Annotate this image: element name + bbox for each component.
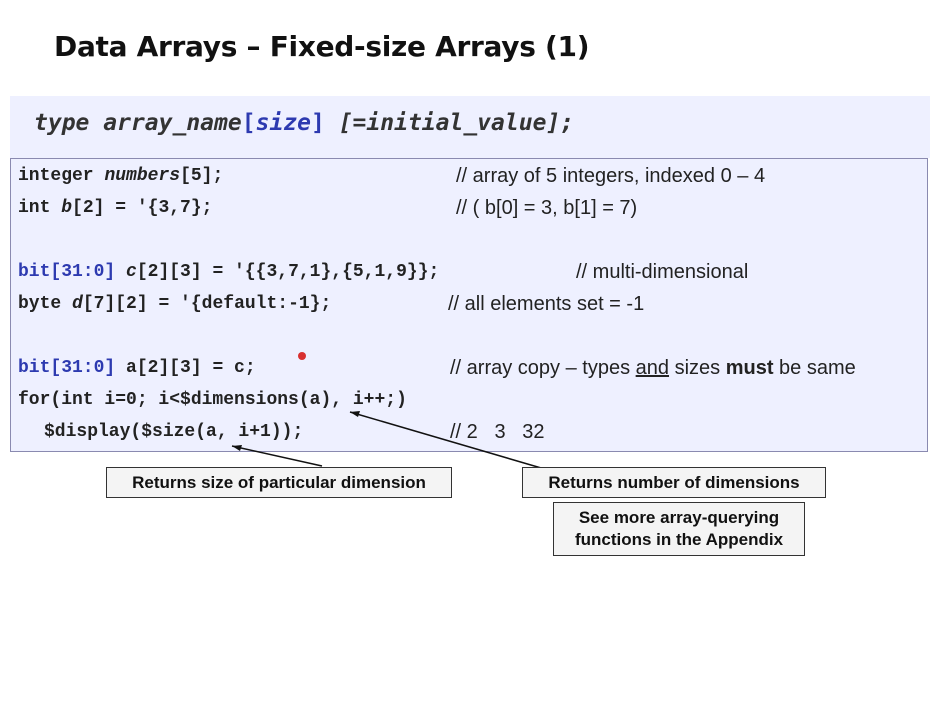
syntax-initial: [=initial_value]; [338,110,575,136]
arrow-dimensions [349,411,549,471]
code-line-7: $display($size(a, i+1)); [44,422,304,442]
arrow-size [231,445,323,467]
code-keyword: for [18,390,51,410]
code-comment-4: // all elements set = -1 [448,293,645,315]
syntax-line: type array_name[size] [=initial_value]; [34,110,574,136]
code-rest: (int i=0; i<$dimensions(a), i++;) [50,390,407,410]
code-keyword: byte [18,294,62,314]
code-keyword: integer [18,166,94,186]
syntax-array-name: array_name [103,110,242,136]
syntax-open-bracket: [ [241,110,256,136]
page-title: Data Arrays – Fixed-size Arrays (1) [54,30,590,63]
code-comment-2: // ( b[0] = 3, b[1] = 7) [456,197,638,219]
code-line-2: int b[2] = '{3,7}; [18,198,212,218]
callout-dimensions: Returns number of dimensions [522,467,826,498]
arrowhead-size [232,445,242,451]
callout-appendix: See more array-querying functions in the… [553,502,805,556]
code-identifier: a [126,358,137,378]
code-rest: [2][3] = '{{3,7,1},{5,1,9}}; [136,262,440,282]
comment-part: // array copy – types [450,357,636,379]
code-rest: [5]; [180,166,224,186]
arrowhead-dimensions [350,411,360,417]
code-identifier: d [72,294,83,314]
comment-part: be same [773,357,856,379]
code-line-6: for(int i=0; i<$dimensions(a), i++;) [18,390,407,410]
code-identifier: b [61,198,73,218]
callout-size: Returns size of particular dimension [106,467,452,498]
code-rest: [2] = '{3,7}; [72,198,213,218]
code-rest: [7][2] = '{default:-1}; [82,294,332,314]
code-comment-5: // array copy – types and sizes must be … [450,357,856,380]
syntax-close-bracket: ] [310,110,325,136]
code-comment-7: // 2 3 32 [450,421,545,443]
code-keyword: int [18,198,51,218]
syntax-size: size [255,110,311,136]
code-keyword: bit[31:0] [18,262,116,282]
code-keyword: bit[31:0] [18,358,116,378]
code-line-5: bit[31:0] a[2][3] = c; [18,358,256,378]
code-comment-3: // multi-dimensional [576,261,749,283]
code-line-4: byte d[7][2] = '{default:-1}; [18,294,331,314]
code-line-1: integer numbers[5]; [18,166,223,186]
code-box [10,158,928,452]
mouse-pointer [298,352,306,360]
code-comment-1: // array of 5 integers, indexed 0 – 4 [456,165,766,187]
comment-part: sizes [669,357,726,379]
comment-must: must [725,357,774,379]
code-line-3: bit[31:0] c[2][3] = '{{3,7,1},{5,1,9}}; [18,262,439,282]
code-identifier: numbers [104,166,181,186]
code-identifier: c [126,262,137,282]
syntax-type: type [34,110,90,136]
syntax-band [10,96,930,158]
comment-and: and [635,357,670,379]
code-rest: [2][3] = c; [136,358,256,378]
